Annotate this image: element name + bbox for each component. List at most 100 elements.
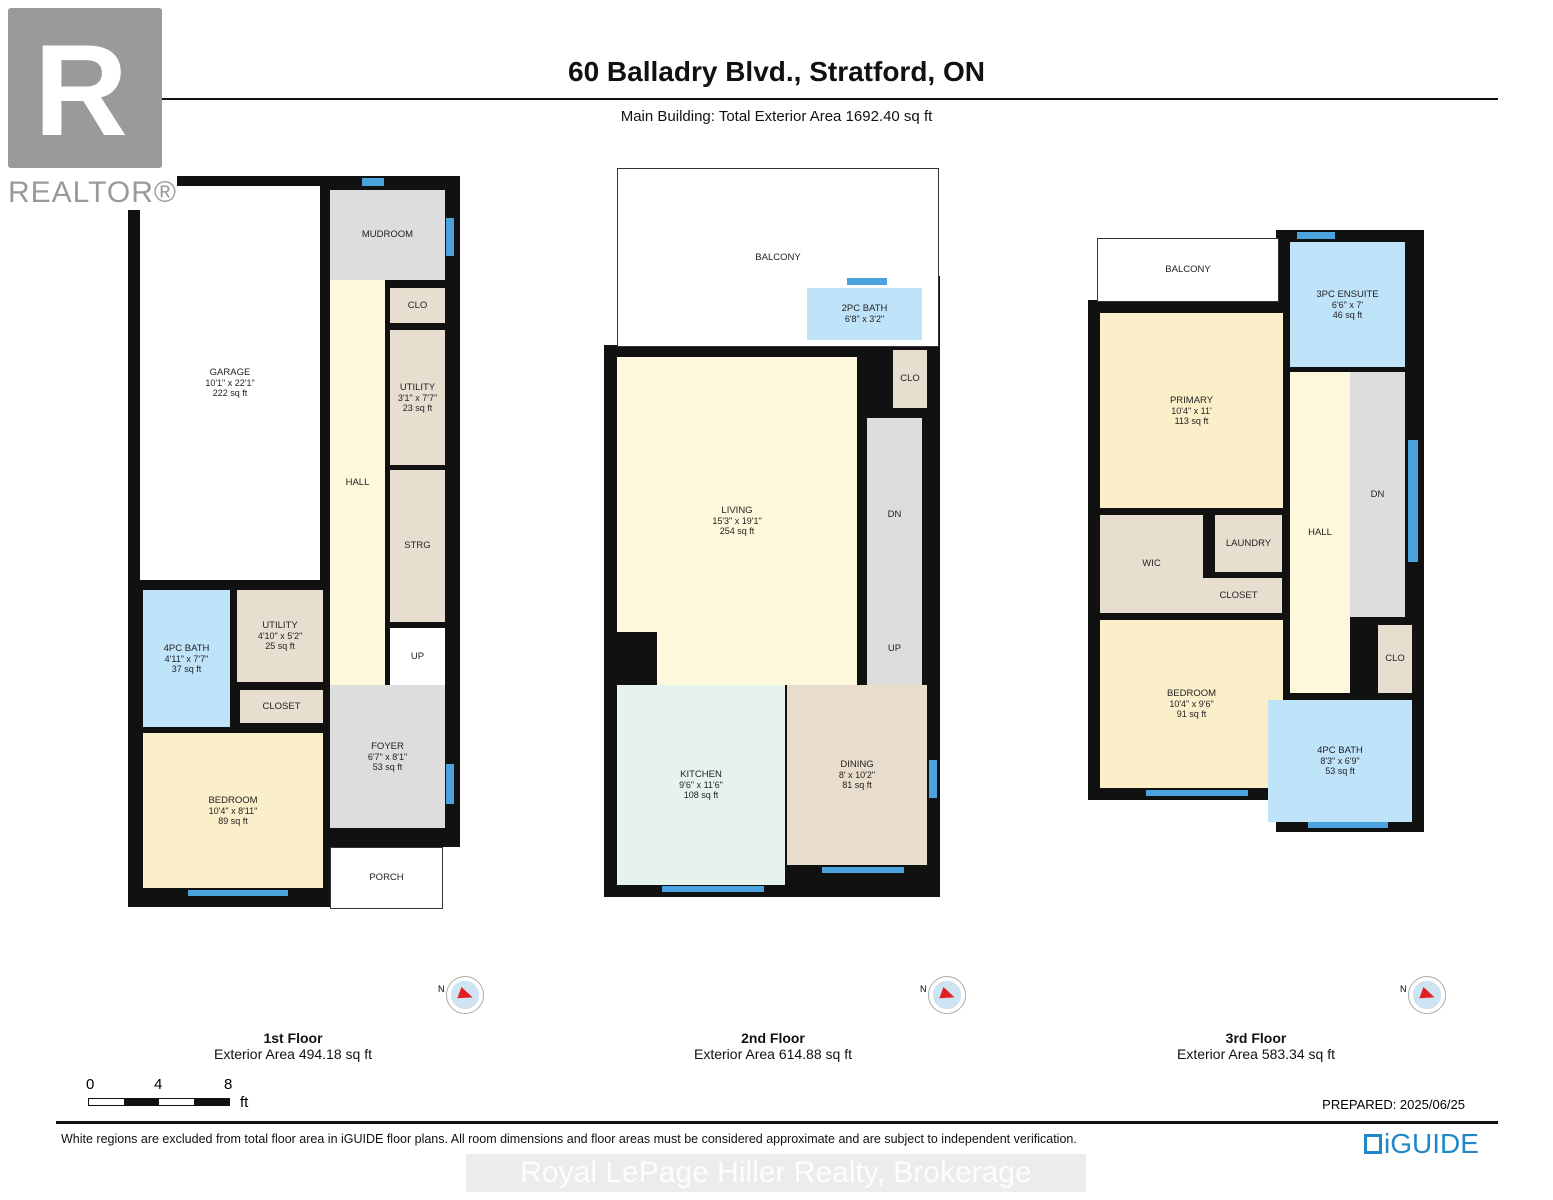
scale-bar: 0 4 8 ft: [86, 1076, 249, 1111]
room-area: 254 sq ft: [719, 526, 755, 536]
realtor-wordmark: REALTOR®: [8, 176, 178, 210]
room-dims: 15'3" x 19'1": [712, 516, 762, 526]
page-title: 60 Balladry Blvd., Stratford, ON: [568, 56, 985, 87]
room-name: 3PC ENSUITE: [1316, 288, 1379, 300]
room-name: CLO: [1385, 653, 1405, 664]
room-wic: WIC: [1100, 515, 1203, 613]
room-name: BEDROOM: [1166, 688, 1217, 699]
room-name: HALL: [345, 476, 370, 488]
room-dims: 8' x 10'2": [838, 770, 876, 780]
room-name: 4PC BATH: [163, 642, 210, 654]
room-name: CLO: [407, 299, 428, 311]
room-dn: DN: [1350, 372, 1405, 617]
window: [1408, 440, 1418, 562]
room-hall: HALL: [1290, 372, 1350, 693]
room-dn: DN: [867, 418, 922, 612]
window: [188, 890, 288, 896]
room-area: 53 sq ft: [1325, 766, 1355, 776]
room-name: UTILITY: [262, 620, 298, 631]
room-name: CLO: [900, 373, 920, 384]
room-name: UTILITY: [399, 381, 436, 393]
room-area: 113 sq ft: [1174, 415, 1209, 426]
room-name: LAUNDRY: [1225, 537, 1272, 549]
prepared-date: PREPARED: 2025/06/25: [1322, 1097, 1465, 1112]
room-area: 89 sq ft: [218, 815, 248, 826]
compass-north-icon: N: [920, 976, 966, 1014]
room-area: 81 sq ft: [842, 780, 872, 790]
room-name: FOYER: [371, 740, 404, 752]
room-name: PRIMARY: [1169, 394, 1214, 406]
room-name: MUDROOM: [361, 229, 414, 240]
room-dims: 10'4" x 9'6": [1169, 699, 1214, 709]
room-name: BALCONY: [1165, 264, 1211, 275]
room-name: PORCH: [369, 872, 404, 883]
room-dims: 10'4" x 8'11": [208, 805, 258, 816]
window: [662, 886, 764, 892]
window: [1297, 232, 1335, 239]
window: [847, 278, 887, 285]
window: [929, 760, 937, 798]
room-name: 2PC BATH: [841, 303, 888, 314]
compass-north-icon: N: [438, 976, 484, 1014]
room-name: HALL: [1308, 526, 1332, 538]
window: [446, 218, 454, 256]
window: [822, 867, 904, 873]
page-subtitle: Main Building: Total Exterior Area 1692.…: [620, 108, 933, 125]
iguide-logo: iGUIDE: [1364, 1128, 1479, 1160]
room-area: 46 sq ft: [1332, 309, 1363, 320]
room-hall: HALL: [330, 280, 385, 685]
realtor-logo: R REALTOR®: [8, 8, 178, 218]
room-area: 23 sq ft: [402, 402, 433, 413]
room-up: UP: [867, 612, 922, 685]
room-name: DN: [1370, 488, 1385, 500]
room-area: 37 sq ft: [171, 663, 202, 674]
room-name: 4PC BATH: [1317, 745, 1363, 756]
room-dims: 10'4" x 11': [1171, 405, 1212, 416]
room-name: WIC: [1142, 558, 1161, 569]
room-dims: 8'3" x 6'9": [1320, 756, 1360, 766]
room-dims: 6'7" x 8'1": [367, 751, 408, 762]
room-name: CLOSET: [262, 700, 301, 712]
room-strg: STRG: [390, 470, 445, 622]
room-name: BEDROOM: [208, 794, 258, 806]
disclaimer: White regions are excluded from total fl…: [61, 1132, 1077, 1146]
room-mudroom: MUDROOM: [330, 190, 445, 280]
room-name: KITCHEN: [680, 769, 722, 780]
room-name: BALCONY: [755, 251, 801, 263]
window: [1146, 790, 1248, 796]
room-clo: CLO: [390, 288, 445, 323]
room-dims: 4'11" x 7'7": [164, 653, 209, 664]
room-area: 222 sq ft: [212, 388, 248, 398]
room-name: DINING: [840, 759, 874, 770]
room-area: 91 sq ft: [1176, 709, 1207, 719]
iguide-icon: [1364, 1134, 1382, 1154]
footer-divider: [56, 1121, 1498, 1124]
room-name: GARAGE: [209, 367, 251, 378]
room-dims: 6'8" x 3'2": [844, 314, 885, 324]
compass-north-icon: N: [1400, 976, 1446, 1014]
room-name: LIVING: [721, 505, 753, 516]
window: [446, 764, 454, 804]
room-closet: CLOSET: [1195, 578, 1282, 613]
room-dims: 9'6" x 11'6": [679, 780, 723, 790]
room-name: UP: [410, 650, 425, 662]
room-clo: CLO: [1378, 625, 1412, 693]
room-name: DN: [887, 509, 902, 520]
watermark: Royal LePage Hiller Realty, Brokerage: [466, 1154, 1086, 1192]
room-clo: CLO: [893, 350, 927, 408]
room-area: 53 sq ft: [372, 761, 403, 772]
room-area: 108 sq ft: [683, 790, 719, 800]
